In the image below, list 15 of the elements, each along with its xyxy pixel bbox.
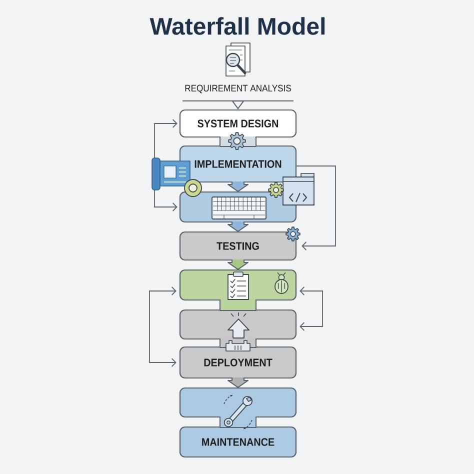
stage-box: SYSTEM DESIGN bbox=[179, 109, 297, 138]
feedback-arrow bbox=[296, 166, 336, 250]
stage-box: TESTING bbox=[179, 231, 297, 261]
title: Waterfall Model bbox=[150, 17, 325, 35]
feedback-arrow bbox=[149, 286, 176, 367]
connector-band bbox=[220, 299, 256, 311]
stage-box bbox=[179, 309, 297, 340]
stage-box: DEPLOYMENT bbox=[179, 346, 297, 379]
block-arrow bbox=[228, 259, 248, 270]
stage-box: IMPLEMENTATION bbox=[179, 145, 297, 183]
block-arrow bbox=[228, 181, 248, 192]
block-arrow bbox=[228, 377, 248, 388]
stage-label: REQUIREMENT ANALYSIS bbox=[185, 84, 291, 94]
block-arrow bbox=[228, 221, 248, 232]
feedback-arrow bbox=[300, 286, 323, 331]
